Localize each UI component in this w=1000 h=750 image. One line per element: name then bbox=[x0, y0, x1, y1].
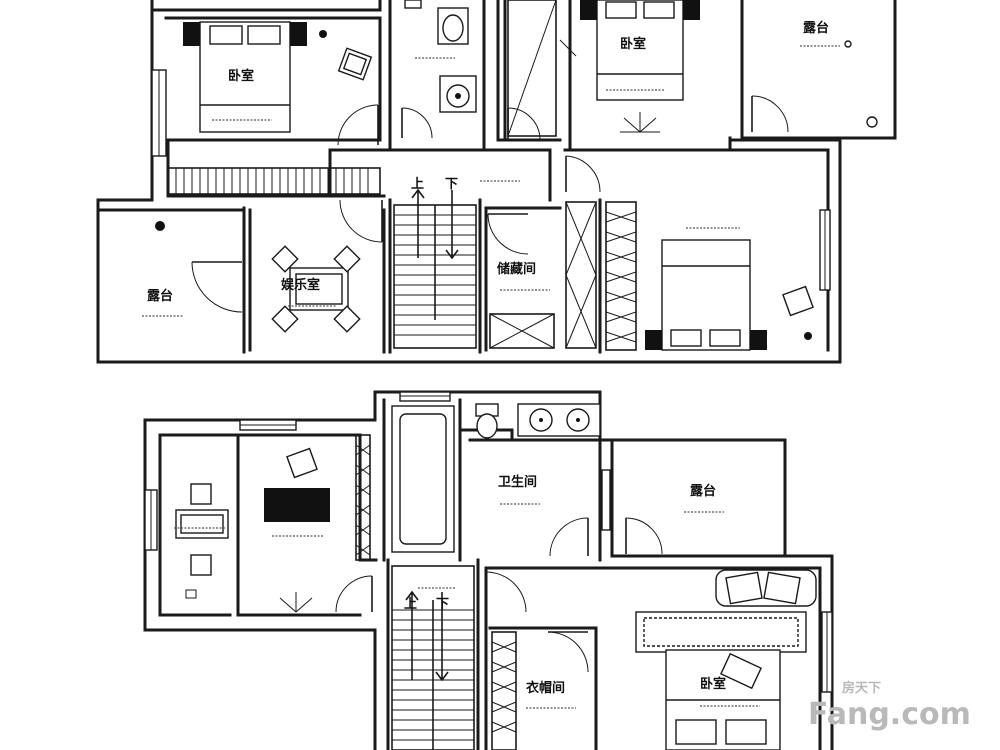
stair-up-lower: 上 bbox=[404, 597, 417, 612]
stair-up-upper: 上 bbox=[411, 177, 424, 192]
bed-east-upper bbox=[645, 239, 812, 351]
label-entertainment: 娱乐室 bbox=[281, 277, 320, 293]
upper-void bbox=[507, 0, 557, 137]
watermark-chinese: 房天下 bbox=[842, 680, 881, 696]
label-terrace-east: 露台 bbox=[690, 483, 716, 499]
bathtub bbox=[391, 405, 455, 553]
terrace-west-details bbox=[155, 221, 165, 231]
closet-shelving bbox=[491, 631, 517, 750]
upper-windows bbox=[151, 0, 831, 291]
upper-walls bbox=[96, 0, 897, 364]
stair-down-upper: 下 bbox=[445, 177, 458, 192]
upper-bathroom-fixtures bbox=[437, 7, 477, 113]
upper-floor bbox=[96, 0, 897, 364]
label-bedroom-south: 卧室 bbox=[700, 676, 726, 692]
upper-doors bbox=[191, 95, 789, 313]
label-terrace-northeast: 露台 bbox=[803, 20, 829, 36]
chair-west-bedroom bbox=[337, 47, 373, 81]
label-storage: 储藏间 bbox=[496, 261, 536, 277]
lower-staircase bbox=[391, 565, 475, 750]
sofa-south bbox=[715, 569, 817, 607]
watermark-latin: Fang.com bbox=[808, 697, 971, 732]
chair-east-upper bbox=[782, 285, 814, 317]
storage-shelving bbox=[489, 201, 597, 349]
terrace-northeast-details bbox=[844, 40, 878, 128]
lower-windows bbox=[144, 391, 833, 693]
lower-bathroom-fixtures bbox=[475, 403, 601, 439]
upper-railing bbox=[167, 167, 381, 195]
bed-west bbox=[183, 21, 327, 133]
label-terrace-west: 露台 bbox=[147, 288, 173, 304]
upper-wardrobe bbox=[605, 201, 637, 351]
label-bedroom-north: 卧室 bbox=[620, 36, 646, 52]
study-desk bbox=[264, 434, 371, 613]
upper-staircase bbox=[393, 188, 477, 349]
bed-south bbox=[635, 611, 807, 750]
label-bedroom-west: 卧室 bbox=[228, 68, 254, 84]
entertainment-table bbox=[271, 245, 361, 333]
lower-doors bbox=[335, 517, 663, 673]
room-labels: 卧室 卧室 露台 露台 娱乐室 储藏间 上 下 卫生间 露台 衣帽间 卧室 上 … bbox=[142, 20, 840, 709]
label-bathroom: 卫生间 bbox=[498, 474, 537, 490]
stair-down-lower: 下 bbox=[436, 597, 449, 612]
label-closet: 衣帽间 bbox=[526, 680, 565, 696]
watermark: 房天下 Fang.com bbox=[808, 680, 971, 732]
lower-floor bbox=[143, 390, 834, 750]
bed-north bbox=[559, 0, 700, 133]
west-dining-set bbox=[175, 483, 229, 599]
